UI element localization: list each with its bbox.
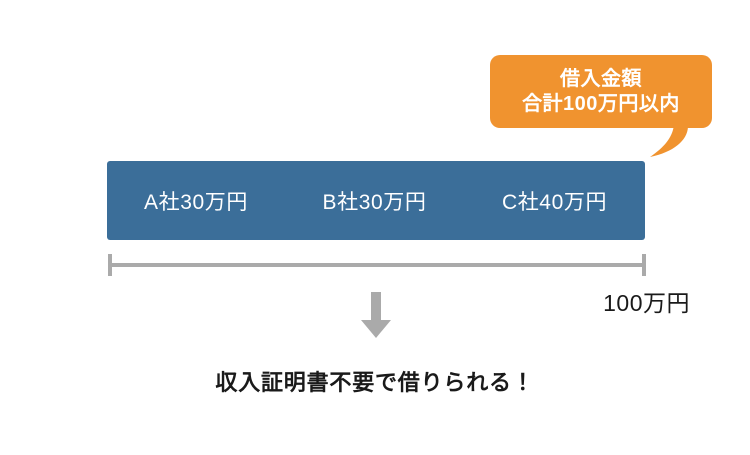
bar-segment-c-label: C社40万円: [501, 190, 608, 214]
measurement-rule-cap-right: [642, 254, 646, 276]
stacked-bar: A社30万円 B社30万円 C社40万円: [107, 161, 645, 240]
bar-segment-a: A社30万円: [107, 161, 285, 240]
measurement-rule-cap-left: [108, 254, 112, 276]
callout-line-1: 借入金額: [560, 68, 642, 91]
bar-segment-c: C社40万円: [464, 161, 645, 240]
bar-divider-2: [464, 0, 467, 79]
bar-divider-1: [285, 0, 288, 79]
callout-bubble: 借入金額 合計100万円以内: [490, 55, 712, 128]
bar-segment-a-label: A社30万円: [144, 190, 248, 214]
measurement-total-label: 100万円: [603, 290, 690, 316]
measurement-rule-line: [108, 263, 646, 267]
bar-segment-b: B社30万円: [285, 161, 464, 240]
bar-segment-b-label: B社30万円: [322, 190, 427, 214]
arrow-down-icon: [361, 292, 391, 338]
callout-line-2: 合計100万円以内: [522, 92, 680, 115]
footer-caption: 収入証明書不要で借りられる！: [215, 370, 535, 395]
callout-tail-icon: [650, 124, 688, 157]
